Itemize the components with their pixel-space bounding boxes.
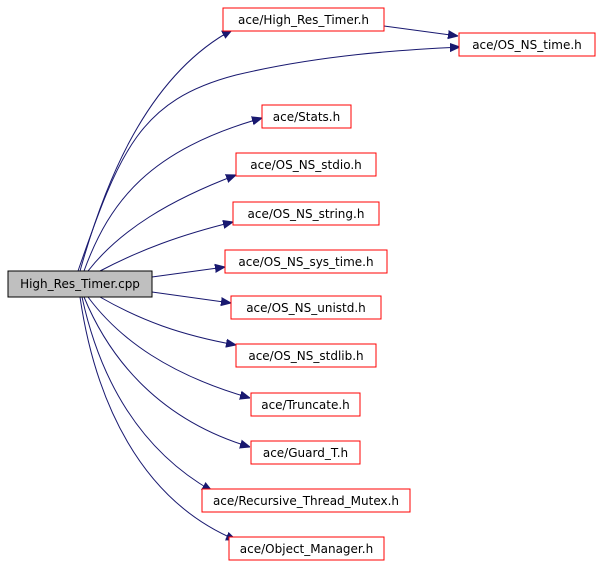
node-label: ace/OS_NS_stdlib.h (248, 349, 363, 363)
node-label: ace/Stats.h (273, 110, 340, 124)
edge-root-to-recursive-thread-mutex-h (81, 296, 212, 491)
node-guard-t-h[interactable]: ace/Guard_T.h (250, 440, 361, 465)
edge-root-to-truncate-h (87, 296, 250, 398)
edges (77, 25, 460, 540)
node-label: ace/OS_NS_unistd.h (246, 301, 366, 315)
edge-root-to-guard-t-h (83, 296, 250, 447)
node-label: ace/OS_NS_time.h (472, 38, 582, 52)
node-label: ace/Object_Manager.h (240, 542, 373, 556)
edge-root-to-os-ns-unistd-h (151, 291, 231, 303)
node-os-ns-unistd-h[interactable]: ace/OS_NS_unistd.h (230, 295, 382, 320)
node-os-ns-string-h[interactable]: ace/OS_NS_string.h (232, 201, 380, 226)
edge-root-to-os-ns-time-h (77, 47, 460, 272)
node-label: ace/Recursive_Thread_Mutex.h (213, 494, 399, 508)
edge-root-to-os-ns-stdio-h (87, 175, 236, 272)
root-node-label: High_Res_Timer.cpp (20, 277, 140, 291)
edge-root-to-os-ns-sys-time-h (151, 267, 225, 278)
edge-high-res-timer-h-to-os-ns-time-h (383, 25, 458, 36)
node-os-ns-sys-time-h[interactable]: ace/OS_NS_sys_time.h (224, 249, 388, 274)
node-label: ace/High_Res_Timer.h (238, 13, 369, 27)
node-recursive-thread-mutex-h[interactable]: ace/Recursive_Thread_Mutex.h (201, 488, 411, 513)
edge-root-to-os-ns-string-h (99, 222, 233, 272)
node-os-ns-stdio-h[interactable]: ace/OS_NS_stdio.h (235, 152, 377, 177)
node-os-ns-time-h[interactable]: ace/OS_NS_time.h (458, 32, 596, 57)
node-label: ace/OS_NS_sys_time.h (238, 255, 373, 269)
node-label: ace/Guard_T.h (263, 446, 348, 460)
edge-root-to-high-res-timer-h (79, 30, 232, 272)
node-label: ace/Truncate.h (261, 398, 350, 412)
root-node[interactable]: High_Res_Timer.cpp (7, 270, 153, 298)
edge-root-to-object-manager-h (79, 296, 236, 540)
edge-root-to-stats-h (83, 118, 262, 272)
edge-root-to-os-ns-stdlib-h (99, 296, 236, 345)
node-label: ace/OS_NS_string.h (248, 207, 365, 221)
node-label: ace/OS_NS_stdio.h (250, 158, 362, 172)
node-stats-h[interactable]: ace/Stats.h (261, 104, 352, 129)
node-truncate-h[interactable]: ace/Truncate.h (250, 392, 361, 417)
node-high-res-timer-h[interactable]: ace/High_Res_Timer.h (222, 7, 385, 32)
node-os-ns-stdlib-h[interactable]: ace/OS_NS_stdlib.h (235, 343, 377, 368)
node-object-manager-h[interactable]: ace/Object_Manager.h (228, 536, 385, 561)
